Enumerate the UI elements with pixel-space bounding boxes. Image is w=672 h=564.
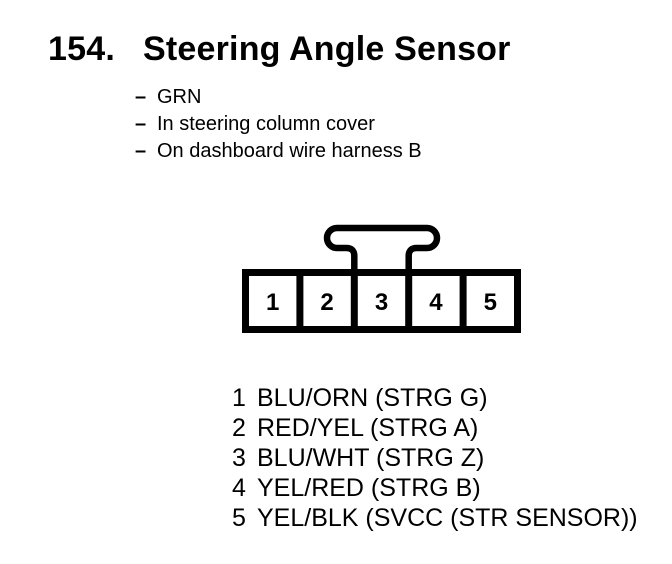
title-text: Steering Angle Sensor [143,30,511,68]
page-title: 154. Steering Angle Sensor [48,29,511,69]
pin-legend-number: 5 [232,504,246,532]
pin-legend-number: 4 [232,474,246,502]
pin-legend-label: YEL/BLK (SVCC (STR SENSOR)) [257,504,638,532]
pin-legend-label: RED/YEL (STRG A) [257,414,479,442]
note-item: – GRN [135,84,422,111]
pin-legend-label: BLU/ORN (STRG G) [257,384,488,412]
pin-legend-row: 4 YEL/RED (STRG B) [232,473,638,503]
note-item: – In steering column cover [135,111,422,138]
dash-bullet-icon: – [135,140,147,162]
pin-legend-row: 5 YEL/BLK (SVCC (STR SENSOR)) [232,503,638,533]
note-text: GRN [157,86,202,108]
pin-legend-label: YEL/RED (STRG B) [257,474,481,502]
dash-bullet-icon: – [135,86,147,108]
pin-number: 2 [320,289,333,316]
pin-legend-label: BLU/WHT (STRG Z) [257,444,485,472]
connector-diagram: 1 2 3 4 5 [242,224,521,333]
item-number: 154. [48,30,115,68]
pin-number: 5 [484,289,497,316]
pin-legend-number: 3 [232,444,246,472]
pin-number: 4 [429,289,443,316]
note-item: – On dashboard wire harness B [135,138,422,165]
connector-body [242,269,521,333]
pin-legend-row: 2 RED/YEL (STRG A) [232,413,638,443]
pin-legend-row: 1 BLU/ORN (STRG G) [232,383,638,413]
pin-number: 3 [375,289,388,316]
pin-legend-row: 3 BLU/WHT (STRG Z) [232,443,638,473]
notes-list: – GRN – In steering column cover – On da… [135,84,422,165]
connector-latch [323,224,441,269]
pin-legend: 1 BLU/ORN (STRG G) 2 RED/YEL (STRG A) 3 … [232,383,638,533]
note-text: In steering column cover [157,113,375,135]
pin-legend-number: 2 [232,414,246,442]
note-text: On dashboard wire harness B [157,140,422,162]
pin-number: 1 [266,289,279,316]
pin-legend-number: 1 [232,384,246,412]
dash-bullet-icon: – [135,113,147,135]
